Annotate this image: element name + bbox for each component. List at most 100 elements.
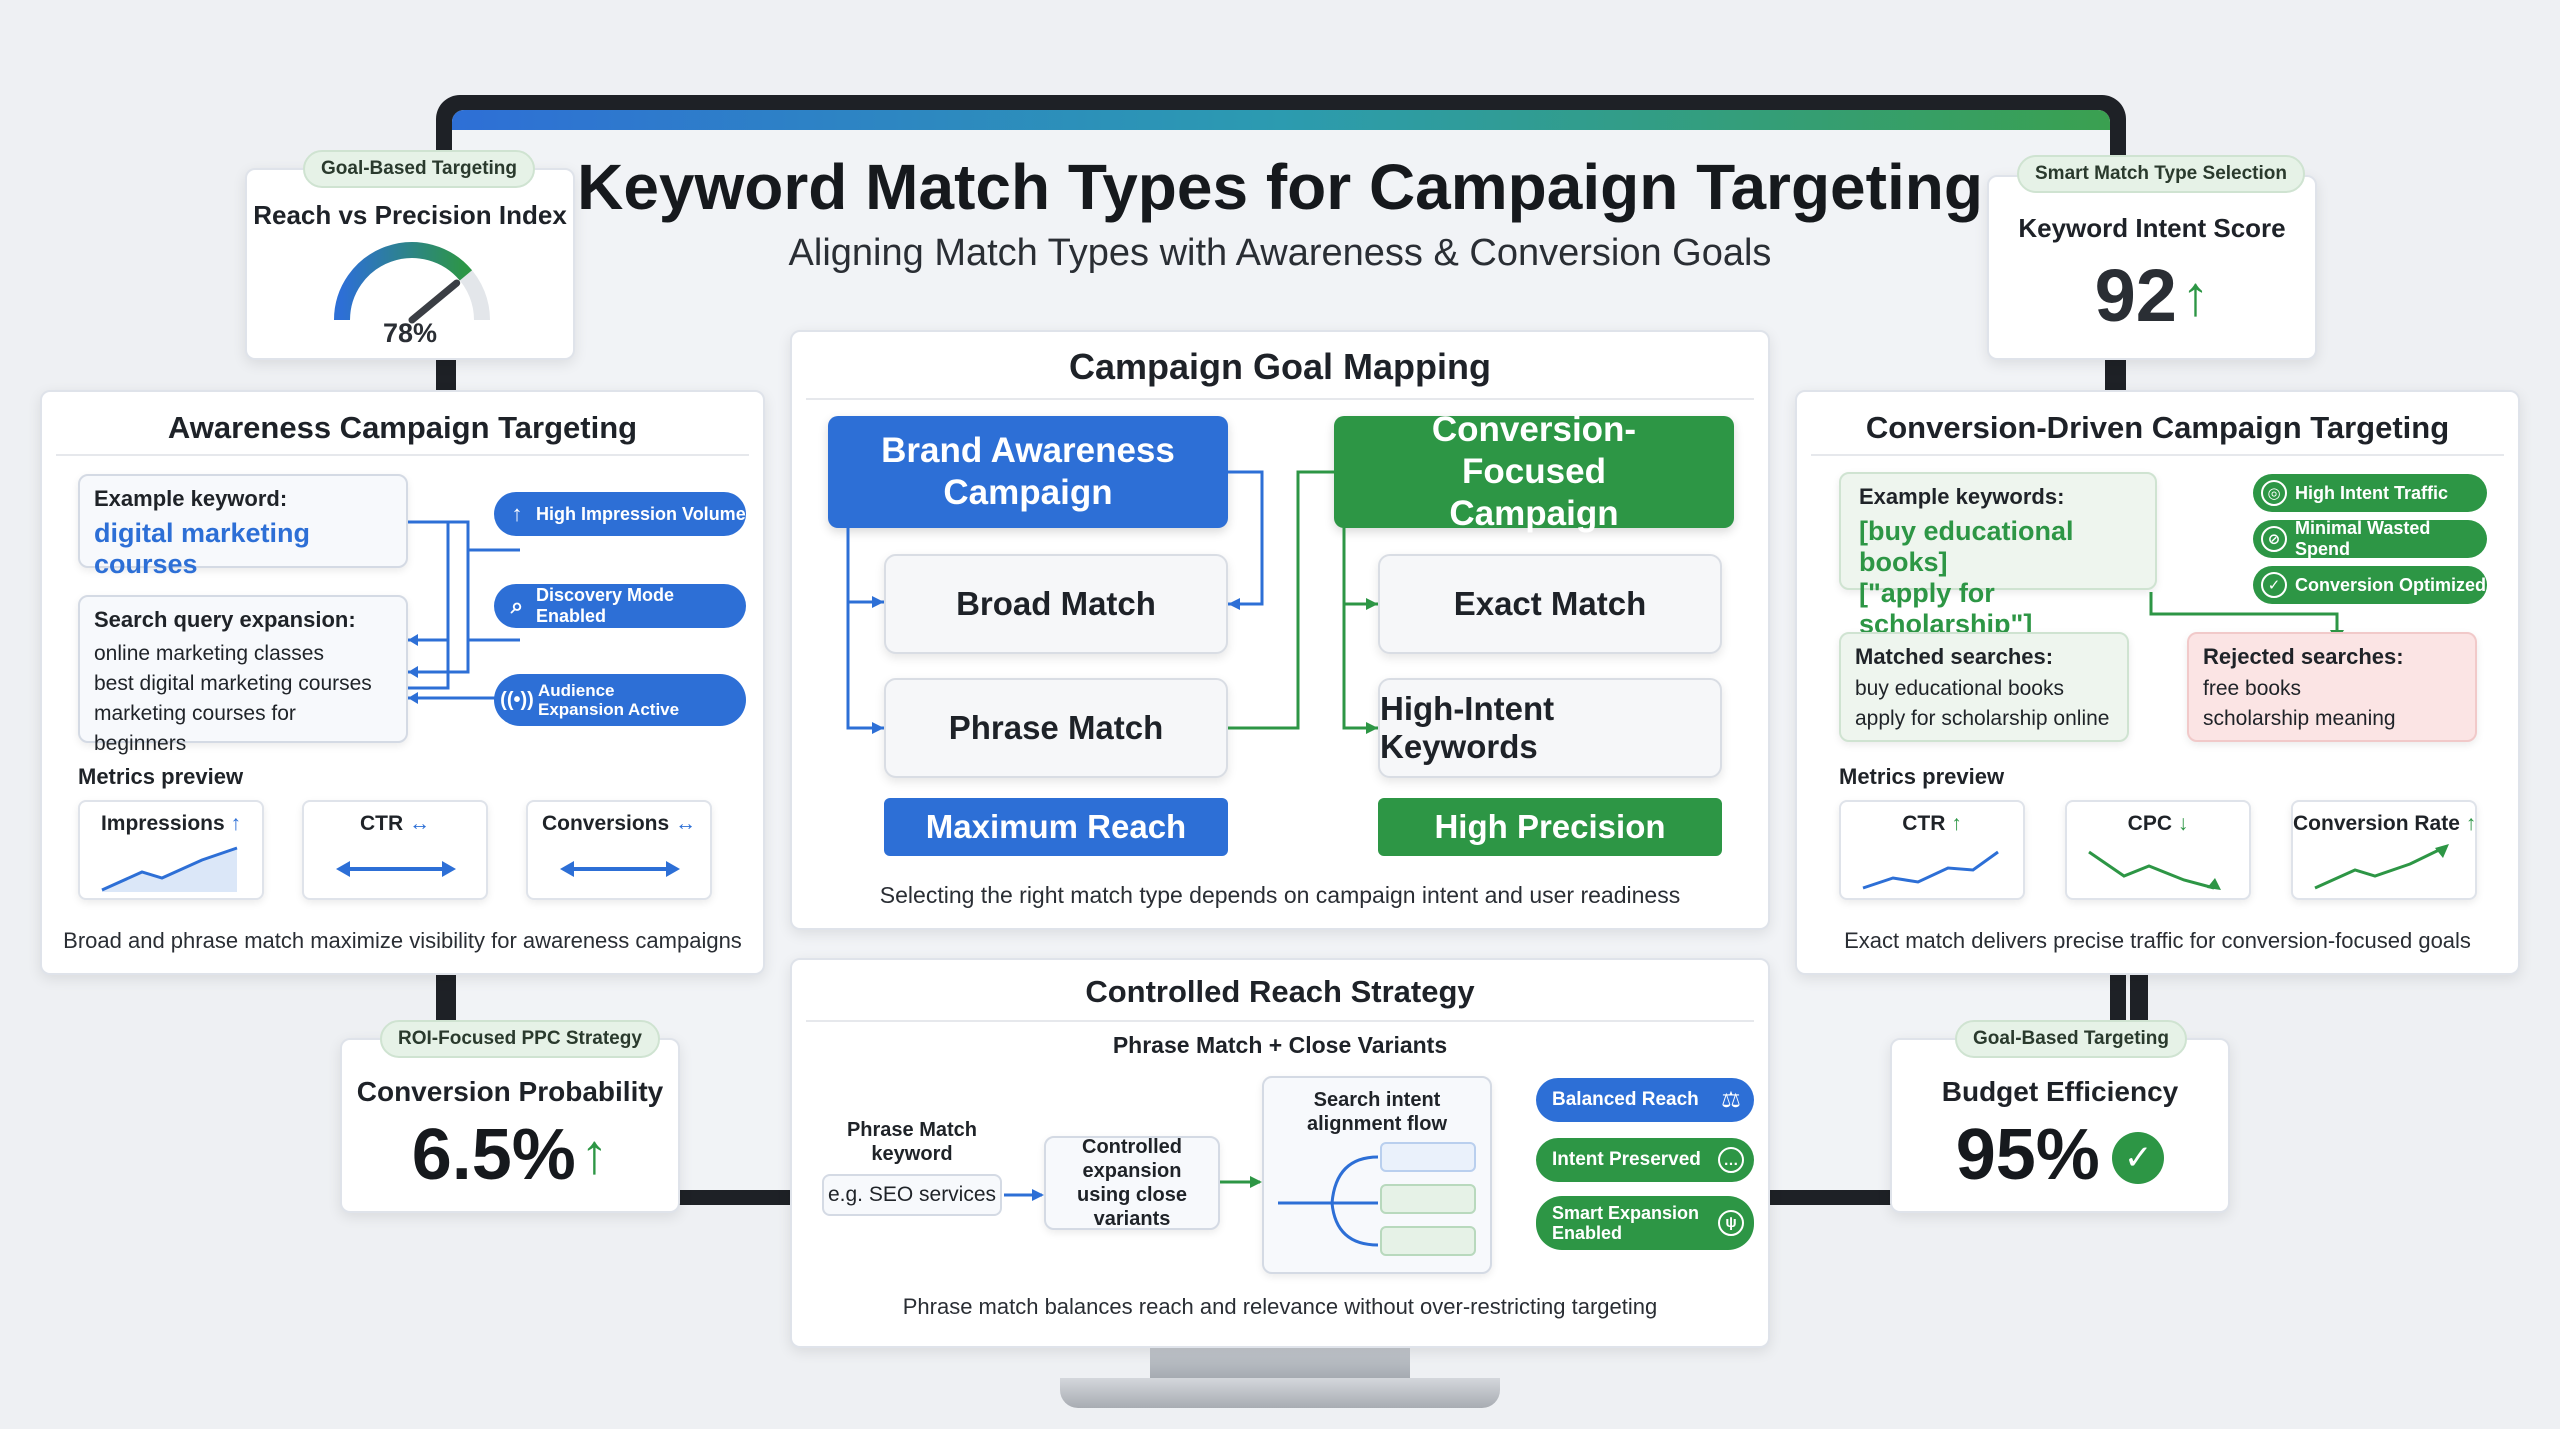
metric-conversion-rate: Conversion Rate ↑ <box>2291 800 2477 900</box>
controlled-connectors <box>1004 1155 1379 1247</box>
pill-intent-preserved: Intent Preserved … <box>1536 1138 1754 1182</box>
pill-discovery-mode: ⌕ Discovery Mode Enabled <box>494 584 746 628</box>
conversion-probability-title: Conversion Probability <box>356 1076 664 1107</box>
phrase-keyword-example: e.g. SEO services <box>822 1174 1002 1216</box>
reach-precision-title: Reach vs Precision Index <box>253 200 567 230</box>
broad-match-box: Broad Match <box>884 554 1228 654</box>
example-keyword-box: Example keyword: digital marketing cours… <box>78 474 408 579</box>
metrics-preview-label: Metrics preview <box>78 764 244 789</box>
trend-up-icon <box>1862 850 1999 890</box>
rejected-searches-box: Rejected searches: free books scholarshi… <box>2187 632 2477 742</box>
reach-gauge <box>334 242 490 324</box>
pill-label: High Intent Traffic <box>2295 482 2448 503</box>
metric-ctr: CTR ↑ <box>1839 800 2025 900</box>
metric-label: Conversions <box>541 812 670 835</box>
pill-high-intent-traffic: ◎ High Intent Traffic <box>2253 474 2487 512</box>
brand-awareness-block: Brand Awareness Campaign <box>828 416 1228 528</box>
trend-down-icon <box>2088 850 2221 890</box>
check-circle-icon: ✓ <box>2112 1132 2165 1184</box>
target-icon: ◎ <box>2261 480 2287 506</box>
example-keyword-label: Example keyword: <box>94 486 288 511</box>
metric-label: CTR <box>359 812 404 835</box>
budget-efficiency-title: Budget Efficiency <box>1941 1076 2179 1107</box>
awareness-title: Awareness Campaign Targeting <box>167 410 638 445</box>
metrics-preview-label: Metrics preview <box>1839 764 2005 789</box>
maximum-reach-bar: Maximum Reach <box>884 798 1228 856</box>
page-subtitle: Aligning Match Types with Awareness & Co… <box>788 232 1772 274</box>
controlled-reach-footer: Phrase match balances reach and relevanc… <box>902 1294 1658 1319</box>
trend-up-icon <box>101 846 238 892</box>
pill-label: High Impression Volume <box>536 503 746 524</box>
stand-top-left <box>438 355 456 395</box>
reach-precision-value: 78% <box>382 318 438 348</box>
pill-label: Smart Expansion Enabled <box>1552 1203 1700 1243</box>
conversion-probability-value: 6.5% <box>411 1115 576 1195</box>
high-intent-box: High-Intent Keywords <box>1378 678 1722 778</box>
pill-label: Minimal Wasted Spend <box>2295 518 2431 559</box>
intent-score-card: Keyword Intent Score 92 ↑ <box>1987 175 2317 360</box>
arrow-up-icon: ↑ <box>580 1122 609 1185</box>
arrow-up-icon: ↑ <box>1951 812 1962 835</box>
example-keywords-box: Example keywords: [buy educational books… <box>1839 472 2157 639</box>
expansion-query: marketing courses for beginners <box>94 702 296 755</box>
arrow-up-icon: ↑ <box>230 812 242 835</box>
example-keyword-phrase: ["apply for scholarship"] <box>1859 578 2033 639</box>
conversion-title: Conversion-Driven Campaign Targeting <box>1865 410 2450 445</box>
conversion-panel: Conversion-Driven Campaign Targeting Exa… <box>1795 390 2520 975</box>
pill-minimal-wasted-spend: ⊘ Minimal Wasted Spend <box>2253 518 2487 559</box>
chat-icon: … <box>1718 1147 1744 1173</box>
controlled-reach-subtitle: Phrase Match + Close Variants <box>1112 1032 1448 1058</box>
metric-cpc: CPC ↓ <box>2065 800 2251 900</box>
search-icon: ⌕ <box>510 593 524 618</box>
conversion-footer: Exact match delivers precise traffic for… <box>1844 928 2471 953</box>
pill-audience-expansion: ((•)) Audience Expansion Active <box>494 674 746 726</box>
scale-icon: ⚖ <box>1721 1087 1741 1112</box>
example-keywords-label: Example keywords: <box>1859 484 2065 509</box>
goal-mapping-connectors <box>846 470 1378 734</box>
conversion-probability-tag: ROI-Focused PPC Strategy <box>380 1020 660 1058</box>
expansion-query: best digital marketing courses <box>94 672 372 695</box>
budget-efficiency-card: Budget Efficiency 95% ✓ <box>1890 1038 2230 1213</box>
reach-precision-tag: Goal-Based Targeting <box>303 150 536 188</box>
expansion-query: online marketing classes <box>94 642 324 665</box>
controlled-reach-panel: Controlled Reach Strategy Phrase Match +… <box>790 958 1770 1348</box>
trend-flat-icon <box>336 861 456 877</box>
goal-mapping-panel: Campaign Goal Mapping Brand Awareness Ca… <box>790 330 1770 930</box>
example-keyword-exact: [buy educational books] <box>1859 516 2074 577</box>
check-icon: ✓ <box>2261 572 2287 598</box>
metric-label: Impressions <box>100 812 225 835</box>
trend-flat-icon <box>560 861 680 877</box>
broadcast-icon: ((•)) <box>500 688 534 711</box>
awareness-panel: Awareness Campaign Targeting Example key… <box>40 390 765 975</box>
stand-bottom-left <box>438 970 456 1020</box>
arrow-horizontal-icon: ↔ <box>675 812 697 835</box>
controlled-reach-title: Controlled Reach Strategy <box>1085 974 1475 1009</box>
high-precision-bar: High Precision <box>1378 798 1722 856</box>
intent-score-title: Keyword Intent Score <box>2018 213 2286 243</box>
rejected-search: free books <box>2203 677 2302 700</box>
brand-awareness-label: Brand Awareness Campaign <box>881 431 1175 512</box>
header: Keyword Match Types for Campaign Targeti… <box>560 150 2000 300</box>
intent-score-tag: Smart Match Type Selection <box>2017 155 2305 193</box>
rejected-searches-label: Rejected searches: <box>2203 644 2404 669</box>
matched-searches-box: Matched searches: buy educational books … <box>1839 632 2129 742</box>
intent-flow-title: Search intent alignment flow <box>1307 1089 1447 1135</box>
intent-flow-box: Search intent alignment flow <box>1262 1076 1492 1274</box>
goal-mapping-title: Campaign Goal Mapping <box>1068 346 1491 387</box>
matched-searches-label: Matched searches: <box>1855 644 2054 669</box>
block-icon: ⊘ <box>2261 526 2287 552</box>
arrow-up-icon: ↑ <box>2181 264 2210 327</box>
matched-search: buy educational books <box>1855 677 2064 700</box>
stand-top-right <box>2105 355 2123 395</box>
metric-conversions: Conversions ↔ <box>526 800 712 900</box>
conversion-probability-card: Conversion Probability 6.5% ↑ <box>340 1038 680 1213</box>
pill-high-impression: ↑ High Impression Volume <box>494 492 746 536</box>
pill-conversion-optimized: ✓ Conversion Optimized <box>2253 566 2487 604</box>
metric-label: Conversion Rate <box>2293 812 2460 835</box>
phrase-match-box: Phrase Match <box>884 678 1228 778</box>
pill-balanced-reach: Balanced Reach ⚖ <box>1536 1078 1754 1122</box>
conversion-focused-label: Conversion-Focused Campaign <box>1431 410 1637 533</box>
search-expansion-box: Search query expansion: online marketing… <box>78 595 408 755</box>
arrow-horizontal-icon: ↔ <box>409 812 430 835</box>
goal-mapping-footer: Selecting the right match type depends o… <box>879 882 1681 908</box>
